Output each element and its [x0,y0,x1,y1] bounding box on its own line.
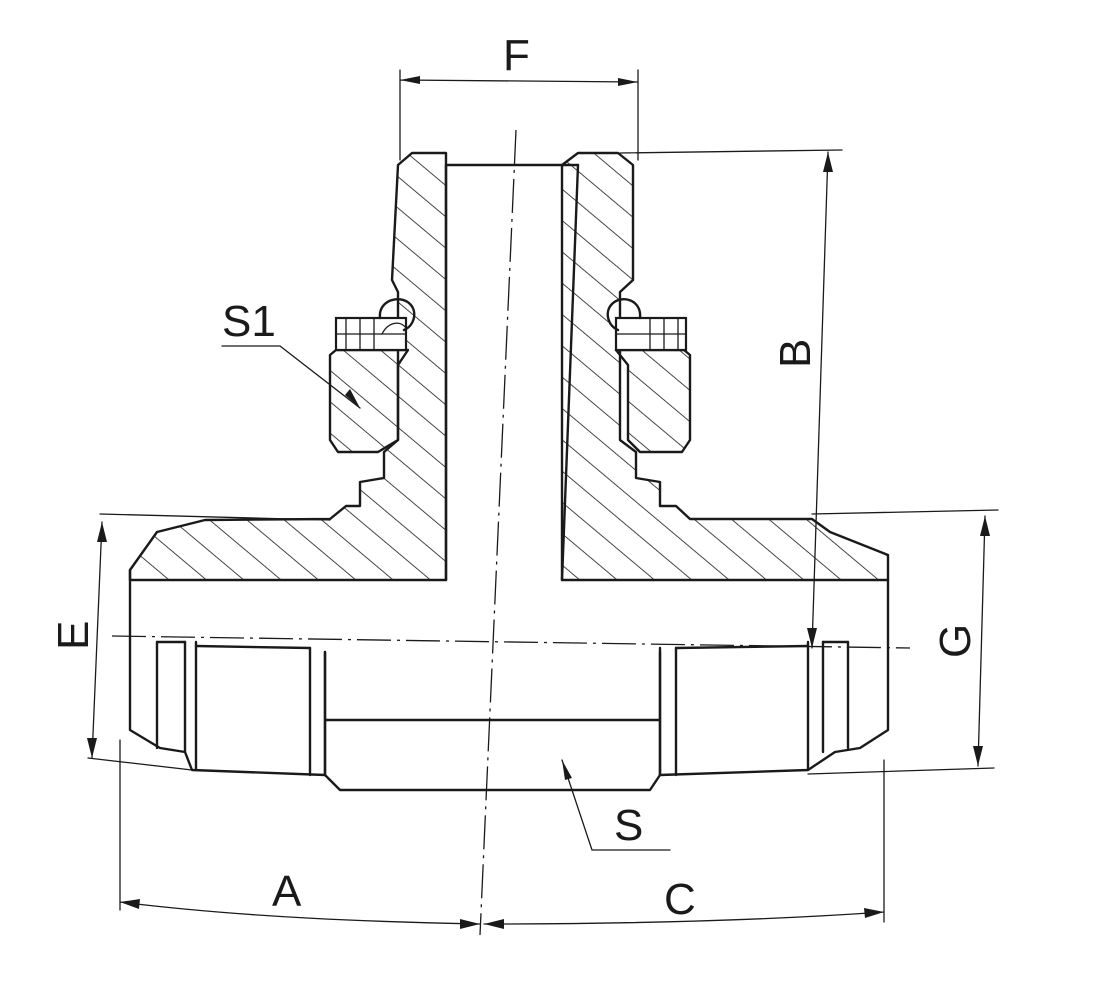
run-right-thread-lines [658,640,850,777]
dim-label-B: B [771,339,820,368]
locknut-left [328,298,416,454]
washer-right-detail [615,317,687,351]
leader-S1: S1 [221,297,361,409]
washer-left-detail [335,317,407,351]
dim-C: C [483,759,885,929]
dim-label-S1: S1 [222,297,276,346]
locknut-right-body [614,348,692,454]
right-section-wall [560,151,890,582]
run-body [128,568,890,792]
dim-F: F [399,31,639,161]
branch-section [128,151,890,582]
dim-E: E [49,513,331,771]
vertical-centerline [479,129,517,936]
run-left-thread-top [155,640,312,650]
locknut-right [606,298,692,454]
dim-label-F: F [503,31,530,80]
run-left-thread-lines [155,640,327,777]
dim-label-E: E [49,621,98,650]
run-right-end [658,578,890,777]
leader-S: S [561,759,671,851]
dim-B: B [619,149,843,649]
locknut-left-body [328,348,410,454]
hex-flat-outline [323,650,662,792]
dim-label-G: G [931,624,980,658]
dim-G: G [807,509,999,775]
oring-left [378,298,416,332]
oring-left-inner [381,322,407,335]
horizontal-centerline [111,635,911,649]
dim-label-A: A [272,867,302,916]
run-right-thread-top [674,640,850,650]
dim-A: A [119,739,481,929]
bore-outline [444,163,580,582]
oring-right [606,298,642,332]
run-left-end [128,568,327,777]
dim-label-C: C [664,875,696,924]
dim-label-S: S [614,801,643,850]
